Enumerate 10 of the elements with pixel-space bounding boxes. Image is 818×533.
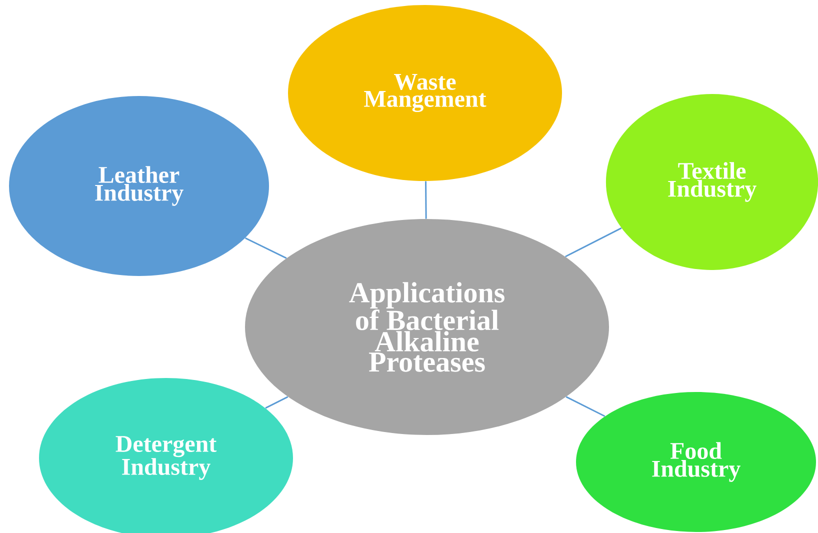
- connector-line: [245, 237, 287, 259]
- ellipse-node: Applications of Bacterial Alkaline Proteases: [245, 219, 609, 435]
- ellipse-node: Waste Mangement: [288, 5, 562, 181]
- ellipse-node: Leather Industry: [9, 96, 269, 276]
- connector-line: [425, 181, 427, 219]
- connector-line: [566, 396, 606, 417]
- connector-line: [265, 396, 288, 409]
- ellipse-node: Textile Industry: [606, 94, 818, 270]
- connector-line: [565, 227, 622, 258]
- ellipse-node: Food Industry: [576, 392, 816, 532]
